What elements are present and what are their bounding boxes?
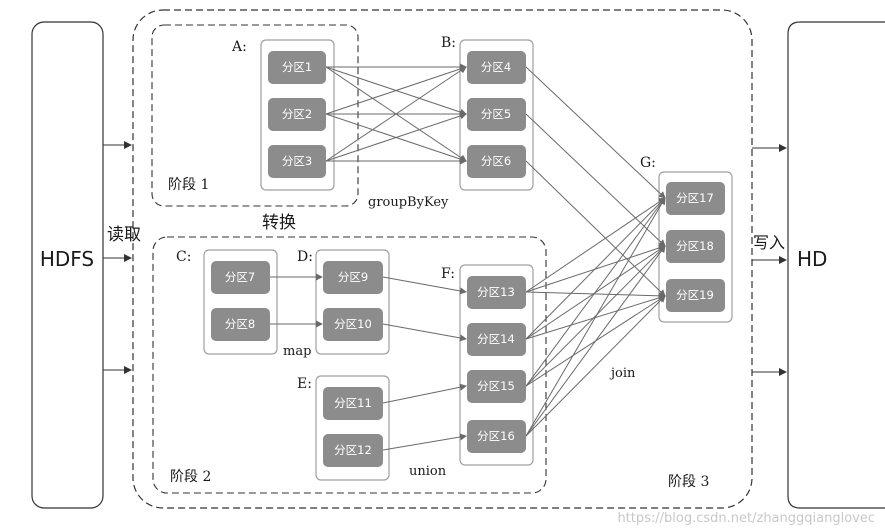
partition-7-label: 分区7 [225,270,255,284]
partition-17: 分区17 [666,182,725,215]
partition-9-label: 分区9 [338,270,368,284]
partition-5: 分区5 [467,98,526,131]
partition-2: 分区2 [268,98,326,131]
partition-19: 分区19 [666,279,725,312]
read-arrows [103,141,132,374]
partition-4-label: 分区4 [481,60,511,74]
rdd-b-label: B: [441,35,456,51]
watermark: https://blog.csdn.net/zhanggqianglovec [617,511,875,526]
partition-4: 分区4 [467,51,526,84]
rdd-a-label: A: [231,39,247,55]
partition-3-label: 分区3 [282,154,312,168]
hd-label: HD [797,247,827,271]
write-label: 写入 [753,233,785,252]
rdd-f-label: F: [441,266,455,282]
stage-3-boundary [132,9,753,509]
stage-2-boundary [152,236,547,494]
edges [270,63,666,451]
partition-6-label: 分区6 [481,154,511,168]
rdd-d-label: D: [297,249,313,265]
partition-10-label: 分区10 [334,317,372,331]
stage-3-label: 阶段 3 [668,474,709,490]
partition-13-label: 分区13 [477,285,515,299]
stage-1-boundary [151,24,359,207]
partition-6: 分区6 [467,145,526,178]
partition-18: 分区18 [666,230,725,263]
op-groupbykey: groupByKey [368,195,449,210]
partition-5-label: 分区5 [481,107,511,121]
partition-9: 分区9 [323,261,383,294]
rdd-g-label: G: [640,155,656,171]
stage-1-label: 阶段 1 [168,177,209,193]
partition-3: 分区3 [268,145,326,178]
partition-14-label: 分区14 [477,332,515,346]
partition-7: 分区7 [211,261,270,294]
partition-12: 分区12 [323,434,383,467]
partition-12-label: 分区12 [334,443,372,457]
op-map: map [283,344,311,359]
op-join: join [609,366,636,381]
partition-11-label: 分区11 [334,396,372,410]
partition-16: 分区16 [467,420,526,453]
rdd-f-container [459,264,534,466]
partition-15-label: 分区15 [477,379,515,393]
write-arrows [752,144,787,376]
hdfs-source-box [31,21,104,509]
partition-2-label: 分区2 [282,107,312,121]
stage-2-label: 阶段 2 [170,469,211,485]
transform-label: 转换 [262,213,296,233]
hdfs-label: HDFS [40,247,94,271]
partition-15: 分区15 [467,370,526,403]
op-union: union [409,464,447,479]
partition-17-label: 分区17 [676,191,714,205]
partition-8-label: 分区8 [225,317,255,331]
partitions: 分区1 分区2 分区3 分区4 分区5 分区6 分区7 分区8 分区9 分区10… [211,51,725,467]
partition-14: 分区14 [467,323,526,356]
rdd-c-label: C: [176,249,191,265]
partition-10: 分区10 [323,308,383,341]
read-label: 读取 [107,225,141,245]
partition-18-label: 分区18 [676,239,714,253]
partition-16-label: 分区16 [477,429,515,443]
hd-sink-box [787,21,885,509]
partition-1: 分区1 [268,51,326,84]
partition-11: 分区11 [323,387,383,420]
partition-13: 分区13 [467,276,526,309]
partition-19-label: 分区19 [676,288,714,302]
rdd-e-label: E: [297,376,312,392]
partition-8: 分区8 [211,308,270,341]
partition-1-label: 分区1 [282,60,312,74]
